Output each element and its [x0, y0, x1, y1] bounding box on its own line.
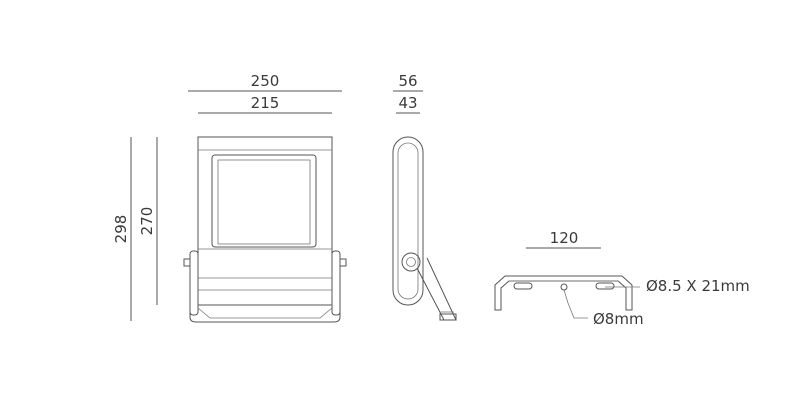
hole-leader-line [563, 289, 588, 319]
bracket-profile [494, 275, 633, 311]
bracket-center-hole [560, 283, 568, 291]
bracket-width-label: 120 [550, 229, 579, 247]
led-window [217, 159, 311, 245]
depth-outer-label: 56 [398, 72, 417, 90]
side-bracket-plate [439, 313, 457, 321]
bracket-slot-left [513, 282, 533, 290]
pivot-knob-right [339, 258, 347, 267]
bracket-width-dimension: 120 [526, 229, 601, 249]
floodlight-side-view [392, 136, 457, 321]
side-housing-inner [397, 142, 419, 300]
bracket-leaders: Ø8.5 X 21mm Ø8mm [563, 277, 750, 328]
height-outer-label: 298 [112, 215, 130, 244]
height-inner-label: 270 [138, 207, 156, 236]
bracket-arm-left [189, 250, 199, 316]
mounting-bracket-view [494, 275, 633, 311]
side-pivot-inner [406, 257, 416, 267]
depth-inner-label: 43 [398, 94, 417, 112]
pivot-knob-left [183, 258, 191, 267]
front-width-dimensions: 250 215 [188, 72, 342, 114]
width-outer-label: 250 [251, 72, 280, 90]
slot-label: Ø8.5 X 21mm [646, 277, 750, 295]
bracket-base [189, 305, 341, 323]
side-housing-outer [392, 136, 424, 306]
front-height-dimensions: 298 270 [112, 137, 158, 321]
side-pivot-outer [401, 252, 421, 272]
bracket-slot-right [595, 282, 615, 290]
floodlight-front-view [183, 136, 347, 323]
bracket-arm-right [331, 250, 341, 316]
housing-outline [197, 136, 333, 306]
width-inner-label: 215 [251, 94, 280, 112]
hole-label: Ø8mm [593, 310, 644, 328]
bracket-base-inner [197, 307, 333, 319]
side-depth-dimensions: 56 43 [393, 72, 423, 114]
lens-panel [211, 154, 317, 248]
